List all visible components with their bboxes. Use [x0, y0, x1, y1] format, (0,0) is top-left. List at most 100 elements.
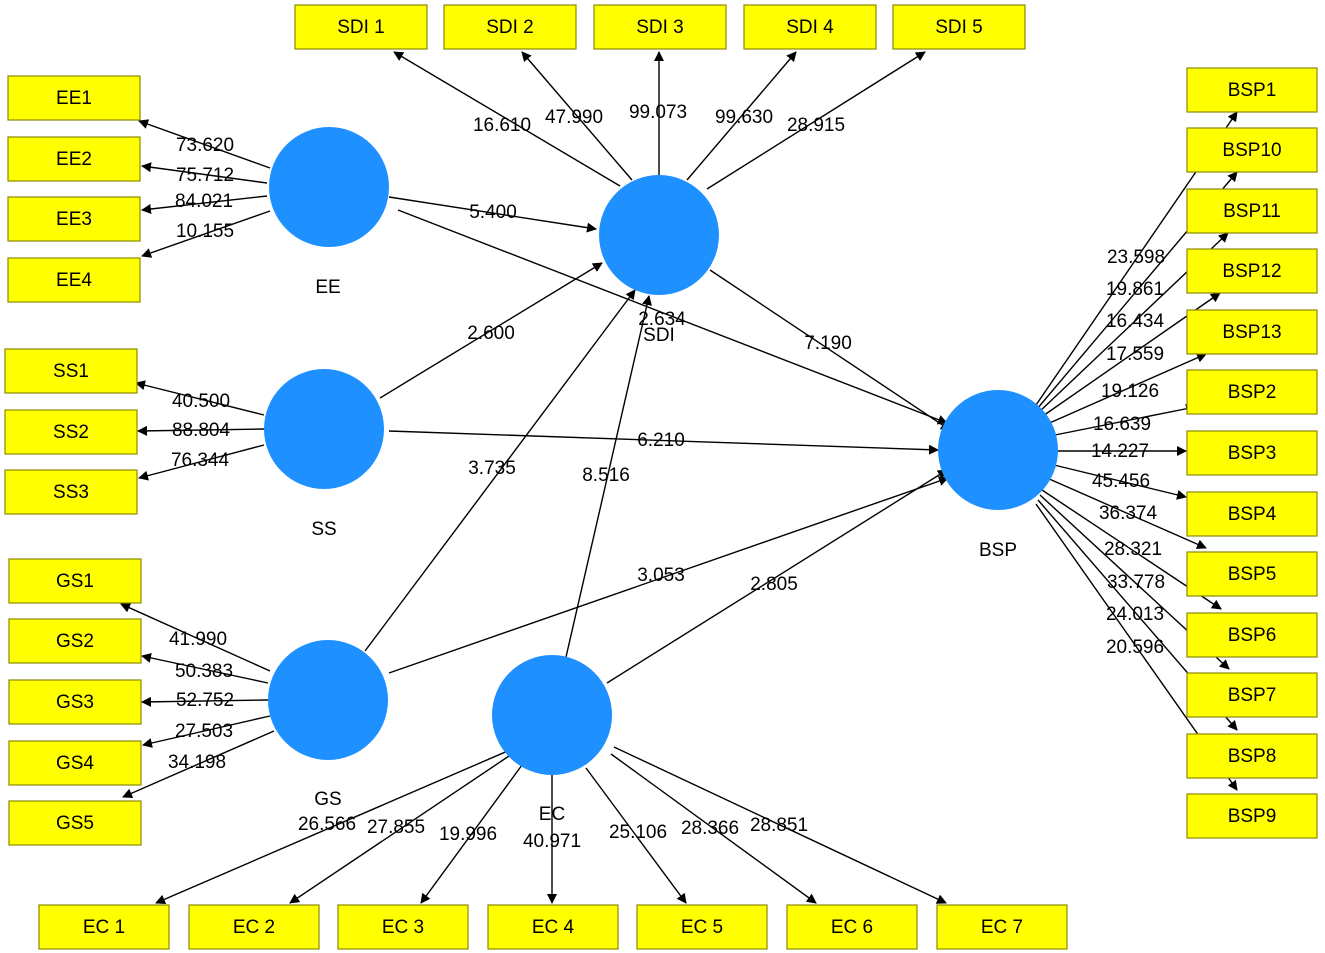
indicator-label: GS1	[56, 571, 94, 592]
indicator-ss1[interactable]: SS1	[4, 348, 138, 394]
indicator-box	[1186, 188, 1318, 234]
indicator-label: BSP1	[1228, 80, 1277, 101]
indicator-ec-5[interactable]: EC 5	[636, 904, 768, 950]
indicator-bsp1[interactable]: BSP1	[1186, 67, 1318, 113]
loading-value-ec-3: 19.996	[439, 824, 497, 845]
loading-edge-ec-2	[289, 753, 513, 904]
indicator-sdi-1[interactable]: SDI 1	[294, 4, 428, 50]
loading-value-bsp5: 36.374	[1099, 503, 1158, 524]
indicator-ec-2[interactable]: EC 2	[188, 904, 320, 950]
path-ee-to-bsp	[397, 209, 948, 425]
loading-value-bsp11: 16.434	[1106, 311, 1165, 332]
indicator-box	[4, 348, 138, 394]
indicator-bsp6[interactable]: BSP6	[1186, 612, 1318, 658]
indicator-bsp11[interactable]: BSP11	[1186, 188, 1318, 234]
indicator-ec-1[interactable]: EC 1	[38, 904, 170, 950]
loading-edge-bsp13	[1044, 353, 1207, 426]
latent-ee[interactable]: EE	[269, 127, 389, 298]
indicator-ec-7[interactable]: EC 7	[936, 904, 1068, 950]
indicator-bsp8[interactable]: BSP8	[1186, 733, 1318, 779]
indicator-box	[188, 904, 320, 950]
indicator-ss2[interactable]: SS2	[4, 409, 138, 455]
path-coefficient-ss-sdi: 2.600	[467, 323, 515, 344]
indicator-box	[8, 618, 142, 664]
latent-circle	[268, 640, 388, 760]
loading-edge-ee3	[141, 195, 268, 214]
loading-value-sdi-2: 47.990	[545, 107, 603, 128]
indicator-label: BSP3	[1228, 443, 1277, 464]
indicator-box	[1186, 491, 1318, 537]
loading-value-ee2: 75.712	[176, 165, 234, 186]
indicator-label: BSP13	[1222, 322, 1281, 343]
indicator-gs3[interactable]: GS3	[8, 679, 142, 725]
indicator-sdi-5[interactable]: SDI 5	[892, 4, 1026, 50]
indicator-sdi-4[interactable]: SDI 4	[743, 4, 877, 50]
indicator-bsp3[interactable]: BSP3	[1186, 430, 1318, 476]
path-coefficient-gs-sdi: 3.735	[468, 458, 516, 479]
indicator-label: SS3	[53, 482, 89, 503]
loading-value-bsp12: 17.559	[1106, 344, 1164, 365]
indicator-box	[1186, 127, 1318, 173]
indicator-gs1[interactable]: GS1	[8, 558, 142, 604]
latent-bsp[interactable]: BSP	[938, 390, 1058, 561]
latent-ec[interactable]: EC	[492, 655, 612, 825]
indicator-ee3[interactable]: EE3	[7, 196, 141, 242]
loading-edge-ee4	[141, 210, 271, 258]
loading-value-sdi-3: 99.073	[629, 102, 687, 123]
indicator-ee2[interactable]: EE2	[7, 136, 141, 182]
loading-edge-bsp2	[1054, 403, 1196, 436]
indicator-bsp13[interactable]: BSP13	[1186, 309, 1318, 355]
path-sdi-to-bsp	[709, 269, 951, 431]
loading-edge-sdi-1	[393, 51, 621, 187]
latent-ss[interactable]: SS	[264, 369, 384, 540]
indicator-ee1[interactable]: EE1	[7, 75, 141, 121]
latent-label: EE	[315, 277, 340, 298]
indicator-gs5[interactable]: GS5	[8, 800, 142, 846]
loading-value-ec-4: 40.971	[523, 831, 581, 852]
indicator-box	[1186, 793, 1318, 839]
indicator-ec-4[interactable]: EC 4	[487, 904, 619, 950]
indicator-box	[7, 257, 141, 303]
indicator-box	[294, 4, 428, 50]
latent-sdi[interactable]: SDI	[599, 175, 719, 346]
indicator-ec-6[interactable]: EC 6	[786, 904, 918, 950]
indicator-box	[1186, 733, 1318, 779]
loading-value-bsp3: 14.227	[1091, 441, 1149, 462]
indicator-ee4[interactable]: EE4	[7, 257, 141, 303]
latent-circle	[938, 390, 1058, 510]
indicator-box	[1186, 672, 1318, 718]
indicator-gs2[interactable]: GS2	[8, 618, 142, 664]
loading-edge-gs3	[141, 696, 269, 707]
loading-value-bsp13: 19.126	[1101, 381, 1159, 402]
indicator-gs4[interactable]: GS4	[8, 740, 142, 786]
indicator-ss3[interactable]: SS3	[4, 469, 138, 515]
indicator-bsp9[interactable]: BSP9	[1186, 793, 1318, 839]
loading-value-gs2: 50.383	[175, 661, 233, 682]
path-coefficient-ss-bsp: 6.210	[637, 430, 685, 451]
indicator-ec-3[interactable]: EC 3	[337, 904, 469, 950]
latent-gs[interactable]: GS	[268, 640, 388, 810]
indicator-bsp10[interactable]: BSP10	[1186, 127, 1318, 173]
indicator-box	[1186, 430, 1318, 476]
loading-edge-gs4	[142, 715, 271, 748]
path-ss-to-bsp	[388, 430, 939, 455]
indicator-bsp5[interactable]: BSP5	[1186, 551, 1318, 597]
indicator-bsp2[interactable]: BSP2	[1186, 369, 1318, 415]
loading-value-ec-1: 26.566	[298, 814, 356, 835]
indicator-bsp12[interactable]: BSP12	[1186, 248, 1318, 294]
latent-circle	[599, 175, 719, 295]
indicator-label: EC 6	[831, 917, 873, 938]
indicator-bsp7[interactable]: BSP7	[1186, 672, 1318, 718]
loading-value-gs4: 27.503	[175, 721, 233, 742]
indicator-box	[7, 136, 141, 182]
indicator-box	[593, 4, 727, 50]
indicator-label: GS3	[56, 692, 94, 713]
indicator-label: BSP11	[1223, 201, 1281, 222]
indicator-sdi-2[interactable]: SDI 2	[443, 4, 577, 50]
path-gs-to-sdi	[364, 289, 636, 652]
latent-label: GS	[314, 789, 341, 810]
indicator-sdi-3[interactable]: SDI 3	[593, 4, 727, 50]
indicator-bsp4[interactable]: BSP4	[1186, 491, 1318, 537]
indicator-label: SDI 2	[486, 17, 534, 38]
labels-layer: 5.4002.6342.6006.2103.7353.0538.5162.805…	[168, 102, 1165, 852]
